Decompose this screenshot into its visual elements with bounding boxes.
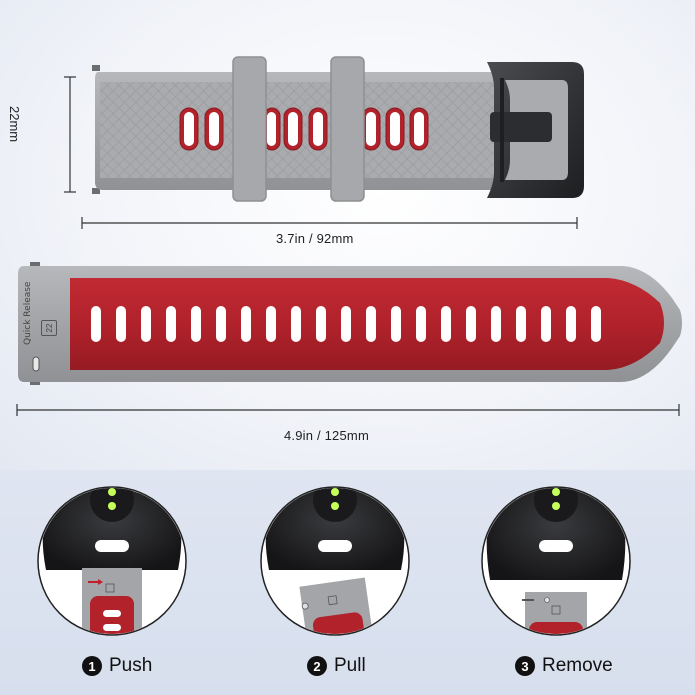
short-strap-length-label: 3.7in / 92mm [276,231,354,246]
step-2: 2 Pull [307,655,366,677]
long-strap-length-label: 4.9in / 125mm [284,428,369,443]
step-2-illustration [260,486,410,636]
step-1: 1 Push [82,655,152,677]
long-strap [18,262,682,385]
step-3-label: Remove [542,655,613,676]
quick-release-text: Quick Release [23,281,33,345]
size-badge: 22 [41,320,57,336]
strap-width-label: 22mm [7,106,22,143]
step-2-label: Pull [334,655,366,676]
step-2-number: 2 [307,656,327,676]
step-1-label: Push [109,655,153,676]
dimension-line-bottom [16,404,680,416]
strap-holes [91,306,601,342]
dimension-lines-top [64,76,578,229]
step-3-number: 3 [515,656,535,676]
step-3: 3 Remove [515,655,613,677]
step-1-illustration [37,486,187,636]
short-strap [92,56,584,202]
step-1-number: 1 [82,656,102,676]
step-3-illustration [481,486,631,636]
